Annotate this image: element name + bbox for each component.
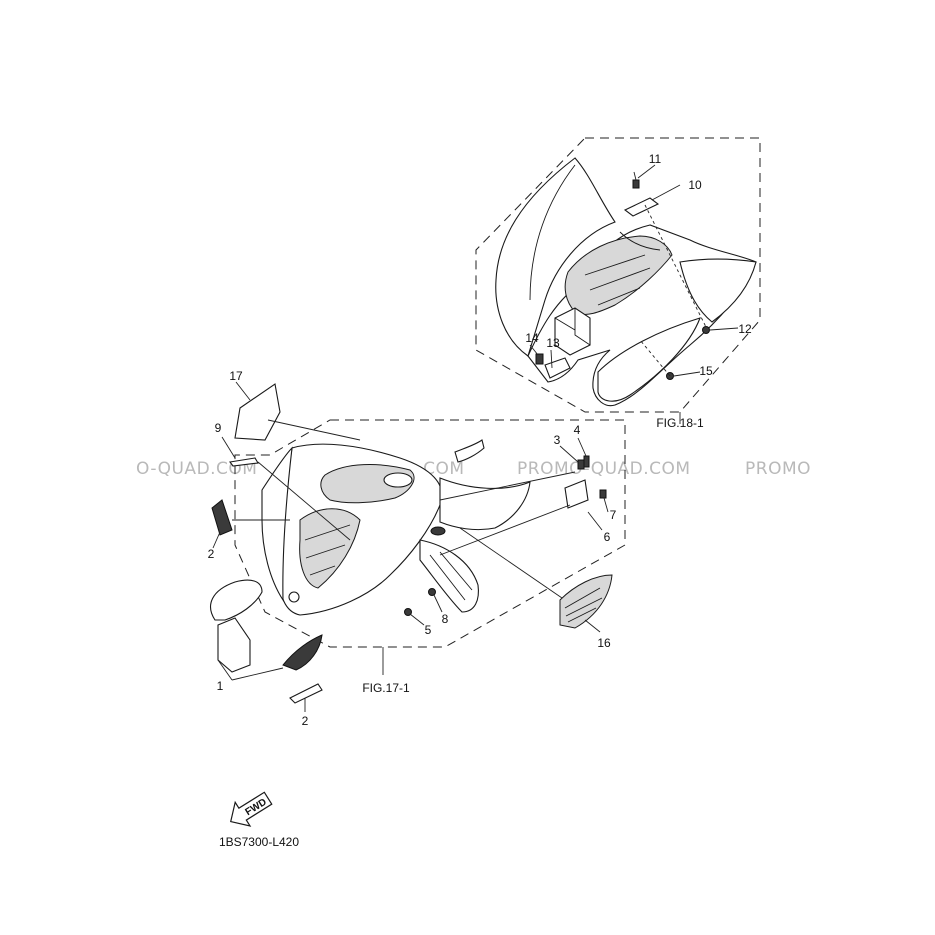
leader-14 [529, 344, 539, 356]
bolt-part-7 [599, 489, 607, 499]
front-fender-right-strip [454, 439, 485, 463]
callout-1: 1 [217, 679, 224, 693]
leader-16-long [459, 527, 563, 599]
leader-7 [603, 497, 609, 513]
front-fender-lamp-hole [288, 591, 300, 603]
rear-fender-boundary [475, 137, 761, 413]
leader-3 [559, 445, 579, 463]
decal-part-17 [234, 383, 281, 441]
leader-8 [433, 594, 443, 613]
side-plate-part-16-ribs [564, 587, 603, 623]
bolt-part-14 [535, 353, 544, 365]
decal-part-6 [564, 479, 589, 509]
leader-17-long [267, 419, 361, 441]
trim-strip-part-9 [229, 457, 259, 467]
callout-16: 16 [597, 636, 611, 650]
callout-11: 11 [649, 152, 662, 166]
leader-9 [221, 436, 236, 459]
front-fender-side-panel [261, 446, 293, 602]
callout-17: 17 [229, 369, 243, 383]
front-fender-cap [383, 472, 413, 488]
leader-9-long [257, 461, 351, 541]
leader-12 [709, 327, 739, 331]
rear-fender-left-wing-edge [529, 164, 576, 301]
leader-1-b [217, 659, 233, 681]
callout-12: 12 [738, 322, 752, 336]
watermark-text: O-QUAD.COM [136, 459, 257, 479]
leader-6-long [439, 504, 571, 556]
callout-10: 10 [688, 178, 702, 192]
callout-7: 7 [610, 508, 617, 522]
drawing-code: 1BS7300-L420 [219, 835, 299, 849]
rear-bracket-part-13 [544, 357, 571, 379]
watermark-text: PROMO [745, 459, 811, 479]
rear-fender-group [475, 137, 761, 424]
callout-labels: 1 2 2 3 4 5 6 7 8 9 10 11 12 13 14 15 16… [208, 152, 752, 728]
front-fender-lower-guard [419, 539, 479, 613]
front-fender-guard-lines [429, 551, 473, 601]
watermark-text: PROMO-QUAD.COM [517, 459, 691, 479]
fig-label-rear: FIG.18-1 [656, 416, 704, 430]
leader-6 [587, 511, 603, 531]
callout-9: 9 [215, 421, 222, 435]
bolt-part-4 [583, 455, 590, 468]
nose-cover-lower [217, 617, 251, 673]
leader-10-dashed [644, 204, 707, 328]
leader-1 [231, 667, 284, 681]
front-fender-headlight-cavity [299, 508, 361, 589]
leader-3-long [439, 471, 576, 501]
side-decal-part-2-lower [289, 683, 323, 704]
callout-4: 4 [574, 423, 581, 437]
rear-fender-inner-block [554, 307, 591, 356]
rear-fender-right-flare [679, 258, 757, 323]
leader-15 [673, 371, 701, 377]
rear-fender-lower-skirt [597, 317, 701, 402]
rear-decal-part-10 [623, 197, 660, 217]
leader-4 [577, 437, 587, 457]
fig-label-front: FIG.17-1 [362, 681, 410, 695]
screw-part-5 [404, 608, 412, 616]
front-fender-group [210, 381, 626, 712]
bolt-part-11 [632, 171, 640, 189]
callout-5: 5 [425, 623, 432, 637]
fwd-arrow-icon: FWD [230, 791, 273, 827]
nose-cover-part-1 [210, 579, 263, 621]
callout-3: 3 [554, 433, 561, 447]
leader-15-dashed [639, 339, 671, 377]
callout-8: 8 [442, 612, 449, 626]
callout-2: 2 [302, 714, 309, 728]
front-fender-boundary [234, 419, 626, 648]
leader-16 [584, 619, 601, 633]
front-lens-cover [282, 634, 323, 671]
rear-fender-inner-block-edge [554, 308, 591, 346]
callout-2: 2 [208, 547, 215, 561]
front-fender-cavity-lines [304, 524, 351, 576]
callout-6: 6 [604, 530, 611, 544]
leader-13 [550, 349, 553, 369]
leader-17 [235, 381, 251, 401]
leader-2-upper [212, 531, 221, 549]
nut-part-12 [702, 326, 710, 334]
callout-14: 14 [525, 331, 539, 345]
bolt-part-3 [577, 459, 585, 470]
leader-10 [651, 184, 681, 201]
callout-13: 13 [546, 336, 560, 350]
side-decal-part-2-upper [211, 499, 233, 536]
front-fender-reflector [430, 526, 446, 536]
front-fender-right-wing [439, 477, 531, 531]
screw-part-8 [428, 588, 436, 596]
side-plate-part-16 [559, 574, 613, 629]
leader-11 [637, 164, 656, 179]
callout-15: 15 [699, 364, 713, 378]
rear-fender-recess-detail [584, 231, 661, 306]
leader-5 [409, 613, 425, 626]
